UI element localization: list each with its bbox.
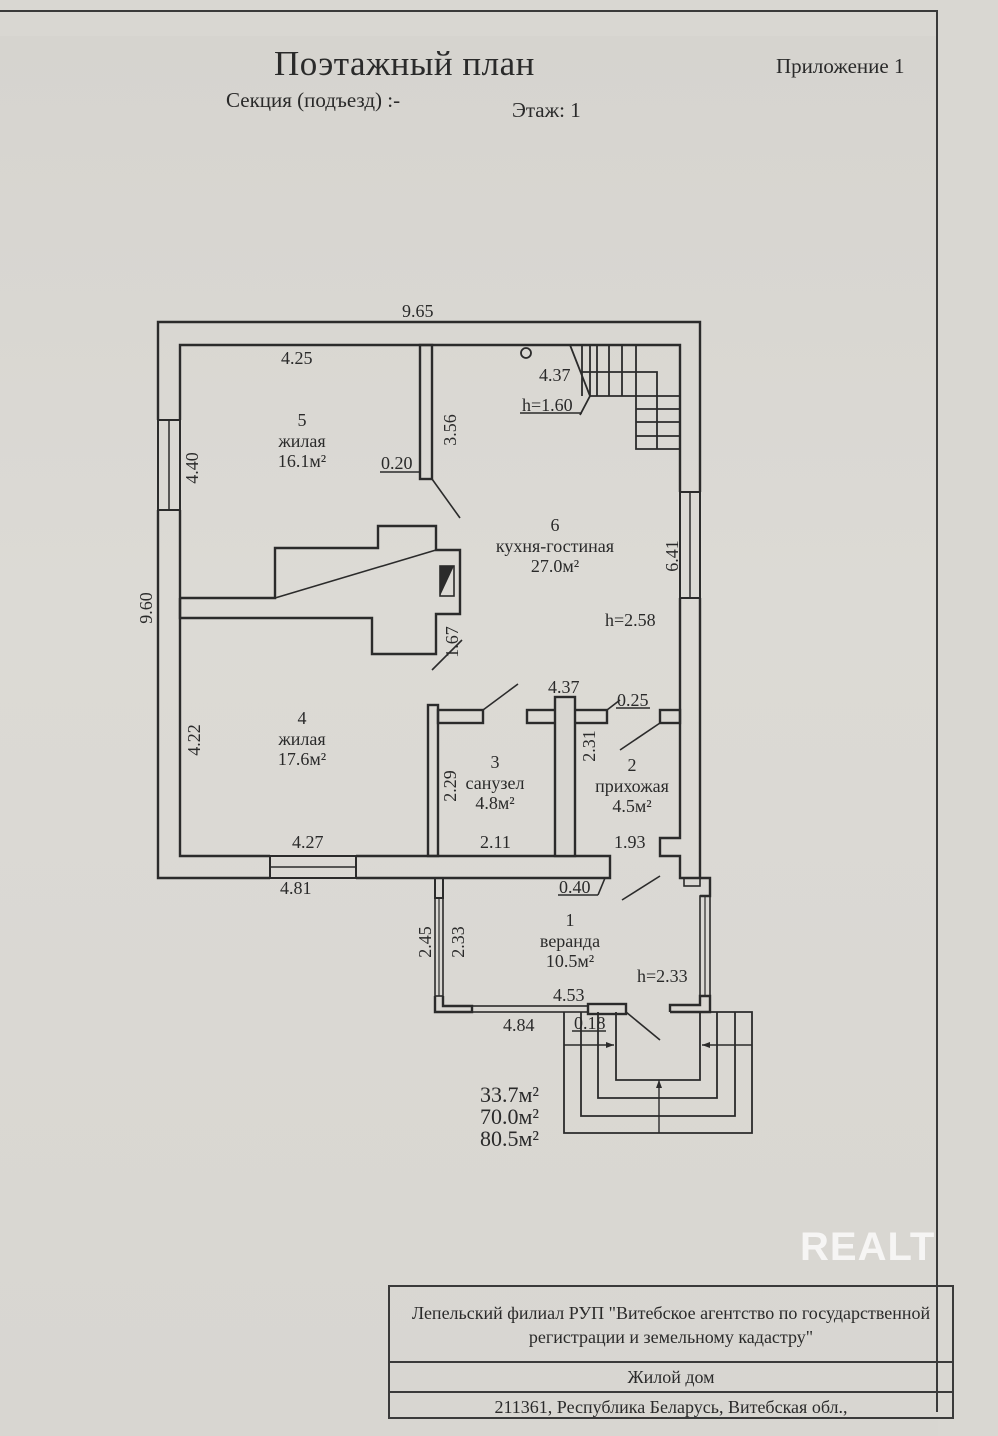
stair-height: h=1.60 <box>522 395 573 415</box>
floor-plan-drawing <box>156 320 753 1134</box>
dim-bath-partition: 2.31 <box>578 730 599 762</box>
room-5-label: 5 жилая 16.1м² <box>262 410 342 472</box>
dim-room4-width: 4.27 <box>292 832 324 852</box>
organization-name: Лепельский филиал РУП "Витебское агентст… <box>390 1287 952 1363</box>
dim-wall-025: 0.25 <box>617 690 649 710</box>
dim-room4-height: 4.22 <box>183 724 204 756</box>
section-label: Секция (подъезд) :- <box>226 88 401 112</box>
dim-wall-020: 0.20 <box>381 453 413 473</box>
room-area: 16.1м² <box>277 451 327 472</box>
room-name: веранда <box>539 930 601 951</box>
room-number: 6 <box>550 515 560 535</box>
dim-outer-bottom-left: 4.81 <box>280 878 312 898</box>
room-name: жилая <box>278 430 326 451</box>
area-totals: 33.7м² 70.0м² 80.5м² <box>480 1084 539 1150</box>
floor-label: Этаж: 1 <box>512 98 581 122</box>
total-area: 80.5м² <box>480 1126 540 1151</box>
dim-bath-height: 2.29 <box>439 770 460 802</box>
dim-room6-side: 6.41 <box>661 540 682 572</box>
room-number: 3 <box>490 752 500 772</box>
room-area: 27.0м² <box>530 556 580 577</box>
page-frame <box>0 10 938 1412</box>
dim-wall-018: 0.18 <box>574 1013 606 1033</box>
room-6-label: 6 кухня-гостиная 27.0м² <box>475 515 635 577</box>
total-usable-area: 70.0м² <box>480 1104 540 1129</box>
document-page <box>0 36 938 1436</box>
object-address: 211361, Республика Беларусь, Витебская о… <box>494 1397 848 1417</box>
dim-overall-width: 9.65 <box>402 301 434 321</box>
room-3-label: 3 санузел 4.8м² <box>455 752 535 814</box>
room-1-height: h=2.33 <box>637 966 688 986</box>
total-living-area: 33.7м² <box>480 1082 540 1107</box>
room-number: 2 <box>627 755 637 775</box>
dim-wall-040: 0.40 <box>559 877 591 897</box>
interior-walls <box>178 343 682 901</box>
appendix-label: Приложение 1 <box>776 54 905 78</box>
room-area: 4.8м² <box>475 793 515 814</box>
room-number: 5 <box>297 410 307 430</box>
dim-veranda-outer-w: 4.84 <box>503 1015 535 1035</box>
room-name: санузел <box>465 772 525 793</box>
porch-steps <box>563 1011 753 1134</box>
room-area: 10.5м² <box>545 951 595 972</box>
dim-bath-width: 2.11 <box>480 832 511 852</box>
room-area: 4.5м² <box>612 796 652 817</box>
dim-veranda-outer-h: 2.45 <box>414 926 435 958</box>
room-number: 1 <box>565 910 575 930</box>
dim-hall-width: 1.93 <box>614 832 646 852</box>
room-number: 4 <box>297 708 307 728</box>
room-6-height: h=2.58 <box>605 610 656 630</box>
dim-veranda-inner-h: 2.33 <box>447 926 468 958</box>
dim-stove: 1.67 <box>441 626 462 658</box>
page-title: Поэтажный план <box>274 44 535 83</box>
object-type: Жилой дом <box>390 1363 952 1393</box>
staircase <box>520 344 680 450</box>
title-block: Лепельский филиал РУП "Витебское агентст… <box>388 1285 954 1419</box>
dim-room6-top: 4.37 <box>539 365 571 385</box>
room-4-label: 4 жилая 17.6м² <box>262 708 342 770</box>
dim-room5-height: 4.40 <box>181 452 202 484</box>
room-name: кухня-гостиная <box>495 535 615 556</box>
dim-veranda-width: 4.53 <box>553 985 585 1005</box>
room-name: жилая <box>278 728 326 749</box>
room-2-label: 2 прихожая 4.5м² <box>582 755 682 817</box>
dim-room5-width: 4.25 <box>281 348 313 368</box>
realt-watermark: REALT <box>800 1225 936 1269</box>
room-1-label: 1 веранда 10.5м² <box>525 910 615 972</box>
dimension-underlines <box>380 412 650 1032</box>
veranda-walls <box>433 876 712 1041</box>
room-area: 17.6м² <box>277 749 327 770</box>
room-name: прихожая <box>595 775 669 796</box>
dim-partition-356: 3.56 <box>439 414 460 446</box>
dim-corridor: 4.37 <box>548 677 580 697</box>
dim-overall-height: 9.60 <box>135 592 156 624</box>
